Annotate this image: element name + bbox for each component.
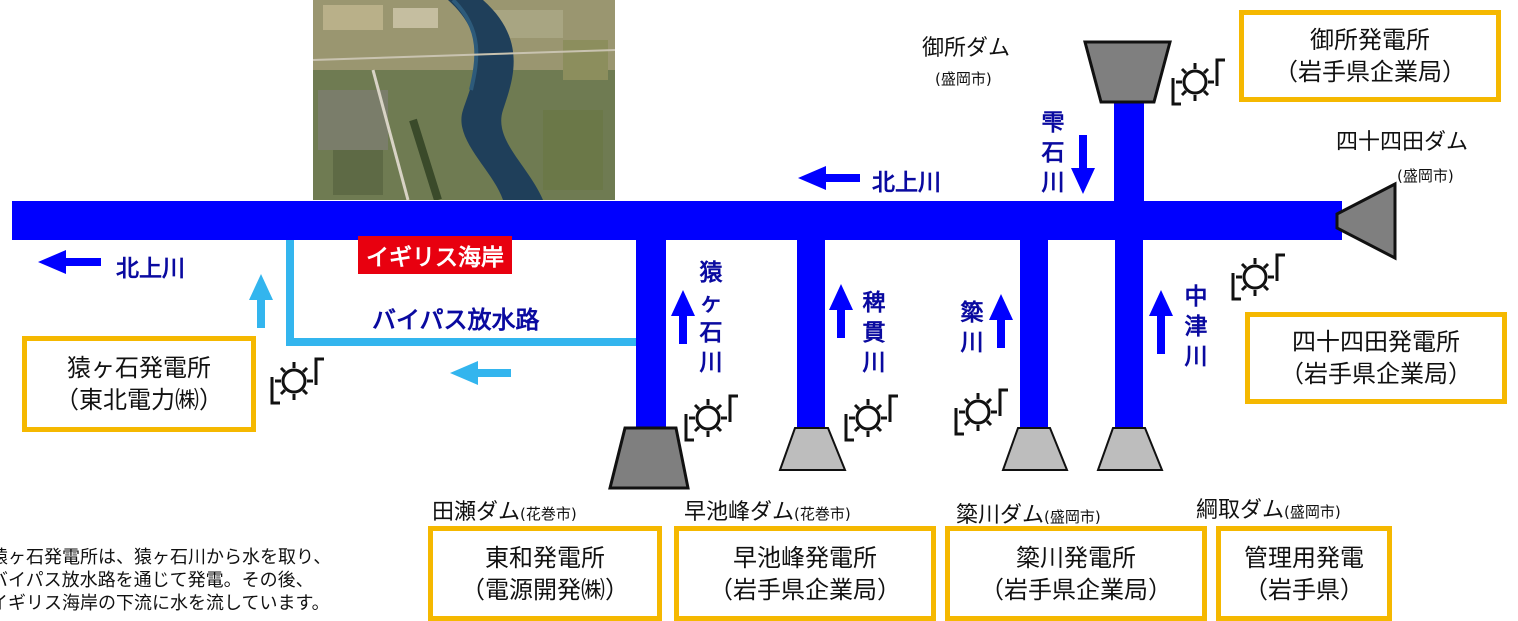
yana-dam-name: 簗川ダム(盛岡市) bbox=[956, 503, 1101, 528]
plant-operator: （岩手県企業局） bbox=[980, 575, 1172, 604]
yososhida-dam-name: 四十四田ダム bbox=[1336, 130, 1469, 155]
plant-name: 御所発電所 bbox=[1310, 26, 1430, 54]
yososhida-dam-icon bbox=[1335, 181, 1397, 261]
tsunatori-dam-icon bbox=[1096, 427, 1164, 471]
tase-dam-icon bbox=[608, 426, 690, 490]
tsunatori-dam-name: 綱取ダム(盛岡市) bbox=[1196, 498, 1341, 523]
aerial-photo bbox=[313, 0, 615, 200]
plant-name: 早池峰発電所 bbox=[733, 543, 877, 572]
arrow-icon bbox=[38, 135, 1173, 354]
shizukuishi-label: 雫石川 bbox=[1041, 110, 1065, 196]
gosho-dam-city: (盛岡市) bbox=[935, 70, 992, 88]
plant-operator: （岩手県企業局） bbox=[709, 575, 901, 604]
sarugaishi-plant-box: 猿ヶ石発電所 （東北電力㈱） bbox=[22, 336, 256, 432]
kitakami-label-left: 北上川 bbox=[116, 256, 185, 282]
shizukuishi-river bbox=[1114, 96, 1144, 206]
plant-name: 猿ヶ石発電所 bbox=[67, 354, 211, 382]
yana-river bbox=[1020, 238, 1048, 430]
hayachine-dam-icon bbox=[778, 427, 847, 471]
plant-operator: （岩手県） bbox=[1244, 575, 1364, 604]
hayachine-dam-name: 早池峰ダム(花巻市) bbox=[684, 500, 851, 525]
nakatsu-label: 中津川 bbox=[1184, 284, 1208, 370]
yososhida-dam-city: (盛岡市) bbox=[1397, 167, 1454, 185]
kitakami-river bbox=[12, 201, 1342, 240]
explanation-note: 猿ヶ石発電所は、猿ヶ石川から水を取り、 バイパス放水路を通じて発電。その後、 イ… bbox=[0, 547, 332, 614]
igirisu-coast-label: イギリス海岸 bbox=[358, 236, 512, 274]
gosho-dam-name: 御所ダム bbox=[922, 36, 1011, 61]
hienuki-label: 稗貫川 bbox=[862, 290, 886, 376]
plant-name: 東和発電所 bbox=[485, 543, 605, 572]
kitakami-label-top: 北上川 bbox=[872, 170, 941, 196]
arrow-icon bbox=[249, 274, 511, 385]
yana-label: 簗川 bbox=[960, 300, 984, 356]
gosho-plant-box: 御所発電所 （岩手県企業局） bbox=[1239, 10, 1501, 102]
tase-dam-name: 田瀬ダム(花巻市) bbox=[432, 500, 577, 525]
plant-name: 簗川発電所 bbox=[1016, 543, 1136, 572]
towa-plant-box: 東和発電所 （電源開発㈱） bbox=[428, 526, 662, 621]
sarugaishi-label: 猿ヶ石川 bbox=[699, 260, 723, 376]
plant-operator: （岩手県企業局） bbox=[1280, 360, 1472, 388]
hienuki-river bbox=[797, 238, 825, 430]
plant-name: 四十四田発電所 bbox=[1292, 328, 1460, 356]
gosho-dam-icon bbox=[1083, 40, 1172, 104]
bypass-channel bbox=[286, 238, 636, 346]
plant-operator: （電源開発㈱） bbox=[461, 575, 629, 604]
yana-plant-box: 簗川発電所 （岩手県企業局） bbox=[945, 526, 1207, 621]
kanri-plant-box: 管理用発電 （岩手県） bbox=[1216, 526, 1392, 621]
plant-name: 管理用発電 bbox=[1244, 543, 1364, 572]
generator-icon bbox=[270, 58, 1285, 442]
hayachine-plant-box: 早池峰発電所 （岩手県企業局） bbox=[674, 526, 936, 621]
plant-operator: （東北電力㈱） bbox=[55, 386, 223, 414]
nakatsu-river bbox=[1115, 238, 1143, 430]
bypass-label: バイパス放水路 bbox=[372, 306, 540, 334]
plant-operator: （岩手県企業局） bbox=[1274, 58, 1466, 86]
yana-dam-icon bbox=[1001, 427, 1069, 471]
sarugaishi-river bbox=[636, 238, 666, 430]
yososhida-plant-box: 四十四田発電所 （岩手県企業局） bbox=[1245, 312, 1507, 404]
